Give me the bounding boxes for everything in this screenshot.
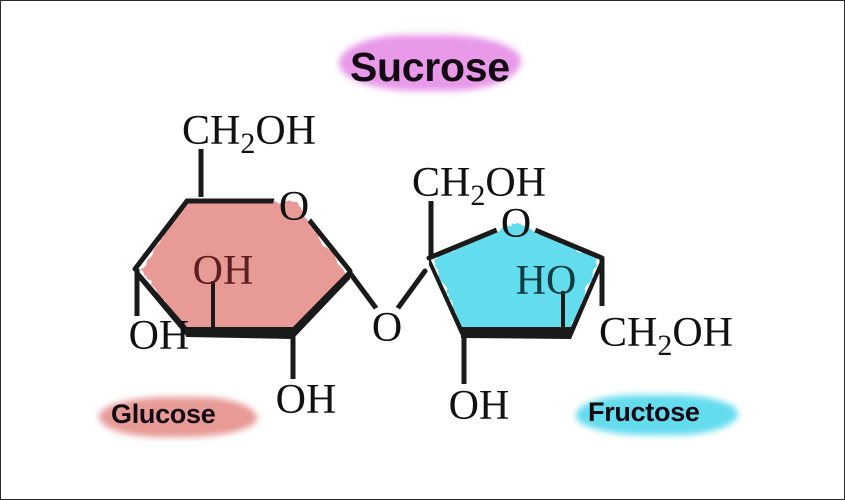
- glucose-label: Glucose: [111, 399, 216, 429]
- fructose-label-highlight: [576, 395, 738, 435]
- fructose-ring-fill: [433, 222, 598, 331]
- glucose-ch2oh-h: H: [210, 108, 240, 154]
- fructose-ho-interior-label: HO: [516, 258, 577, 304]
- fructose-r-ch2oh-sub2: 2: [657, 329, 672, 362]
- fructose-label: Fructose: [588, 397, 700, 427]
- fructose-r-ch2oh-h: H: [627, 310, 657, 356]
- glucose-ch2oh-o: O: [255, 108, 285, 154]
- glycosidic-linkage-group: O: [347, 268, 428, 351]
- glucose-ch2oh-top-label: CH2OH: [182, 108, 316, 160]
- fructose-ring-oxygen: O: [501, 201, 531, 247]
- fructose-r-ch2oh-c: C: [599, 310, 627, 356]
- glucose-ring-oxygen: O: [279, 184, 309, 230]
- fructose-r-ch2oh-o: O: [672, 310, 702, 356]
- glucose-label-highlight: [99, 397, 257, 437]
- fructose-ch2oh-right-label: CH2OH: [599, 310, 733, 362]
- page-title: Sucrose: [350, 44, 510, 90]
- glucose-ch2oh-h2: H: [286, 108, 316, 154]
- glucose-ch2oh-c: C: [182, 108, 210, 154]
- title-highlight: [339, 35, 521, 91]
- glucose-oh-left-label: OH: [129, 313, 190, 359]
- fructose-oh-bottom-label: OH: [449, 383, 510, 429]
- fructose-r-ch2oh-h2: H: [703, 310, 733, 356]
- glucose-ch2oh-sub2: 2: [240, 127, 255, 160]
- glycosidic-bonds: [347, 268, 428, 326]
- glucose-oh-bottom-label: OH: [276, 377, 337, 423]
- glucose-ring-bonds-front: [135, 267, 350, 339]
- fructose-ch2oh-o: O: [485, 160, 515, 206]
- glucose-ring-bonds-back: [132, 198, 353, 274]
- fructose-ch2oh-top-label: CH2OH: [412, 160, 546, 212]
- fructose-ch2oh-c: C: [412, 160, 440, 206]
- glycosidic-oxygen-label: O: [372, 305, 402, 351]
- fructose-ring-bonds-front: [429, 256, 602, 339]
- fructose-ring-group: O: [426, 201, 605, 384]
- fructose-ch2oh-h: H: [440, 160, 470, 206]
- fructose-ring-bonds-back: [426, 219, 605, 261]
- fructose-ch2oh-sub2: 2: [470, 179, 485, 212]
- glucose-oh-interior-label: OH: [193, 248, 254, 294]
- glucose-ring-group: O: [132, 149, 353, 379]
- fructose-ch2oh-h2: H: [516, 160, 546, 206]
- glucose-ring-fill: [141, 201, 346, 331]
